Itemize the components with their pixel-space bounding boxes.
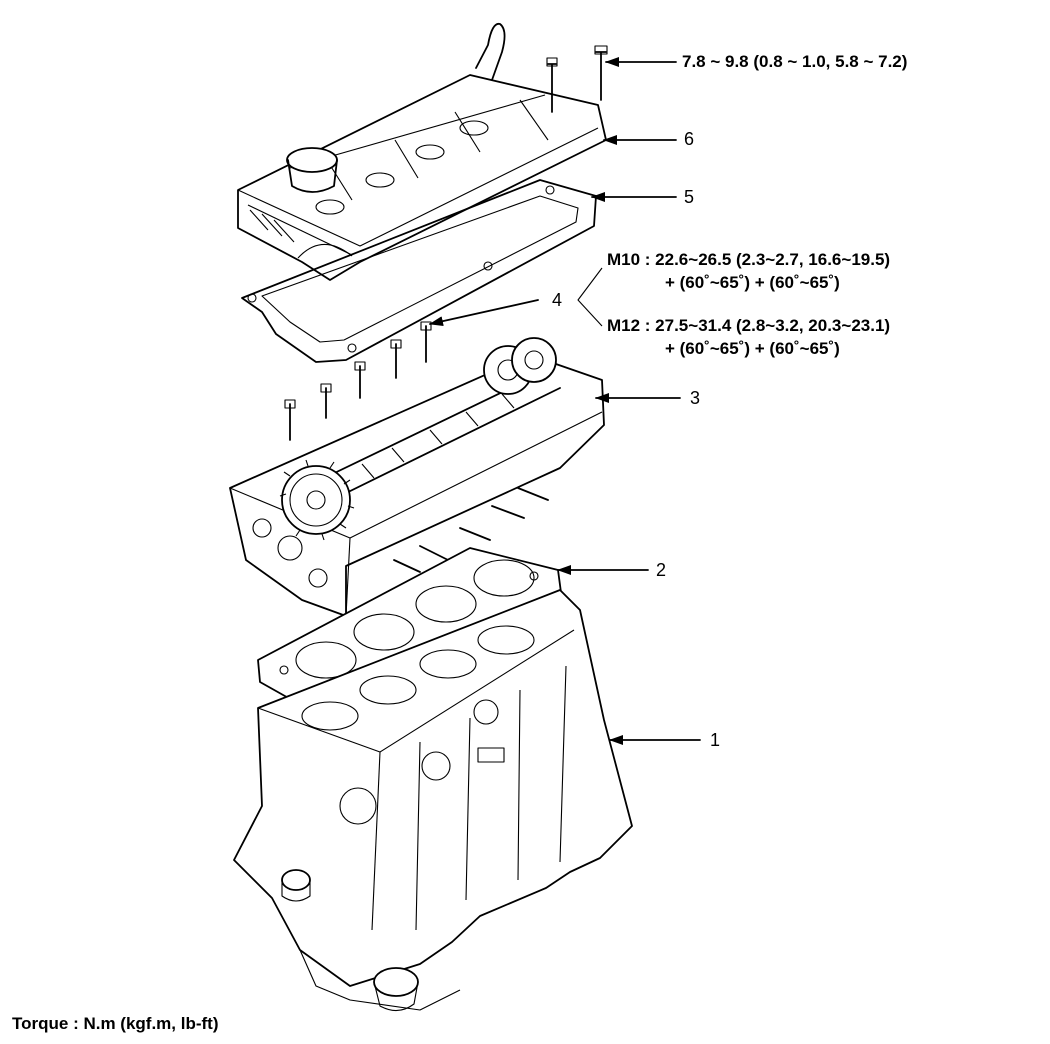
part-number-2: 2 — [656, 560, 667, 580]
part-number-6: 6 — [684, 129, 695, 149]
m12-torque-line2: + (60˚~65˚) + (60˚~65˚) — [665, 339, 840, 358]
bracket-part-4 — [577, 267, 603, 327]
m10-torque-line1: M10 : 22.6~26.5 (2.3~2.7, 16.6~19.5) — [607, 250, 891, 269]
cover-bolt-1 — [546, 57, 558, 113]
part-number-3: 3 — [690, 388, 701, 408]
cover-gasket — [241, 179, 597, 363]
cylinder-head-cover — [237, 22, 607, 281]
m12-torque-line1: M12 : 27.5~31.4 (2.8~3.2, 20.3~23.1) — [607, 316, 891, 335]
cylinder-head-bolts — [284, 321, 432, 441]
torque-units-footer: Torque : N.m (kgf.m, lb-ft) — [12, 1014, 219, 1033]
arrow-part-4 — [429, 299, 539, 327]
part-number-4: 4 — [552, 290, 563, 310]
cylinder-block — [233, 589, 633, 1012]
bolt-torque-callout: 7.8 ~ 9.8 (0.8 ~ 1.0, 5.8 ~ 7.2) — [682, 52, 908, 71]
part-number-1: 1 — [710, 730, 721, 750]
m10-torque-line2: + (60˚~65˚) + (60˚~65˚) — [665, 273, 840, 292]
cylinder-head — [229, 337, 605, 617]
part-number-5: 5 — [684, 187, 695, 207]
leader-lines — [429, 57, 701, 745]
cover-bolt-2 — [594, 45, 608, 101]
